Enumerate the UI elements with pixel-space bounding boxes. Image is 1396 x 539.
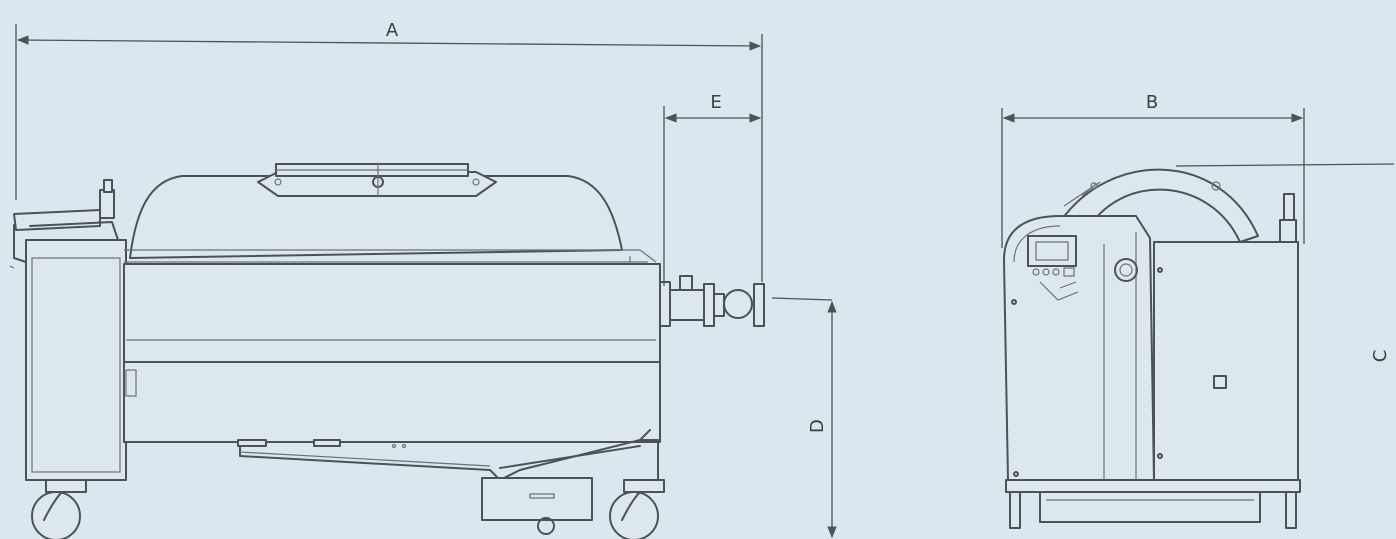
dimension-label-b: B [1146, 92, 1158, 113]
dimension-c [1175, 163, 1395, 167]
dimension-label-c: C [1370, 350, 1391, 363]
right-caster [609, 479, 665, 539]
dimension-label-d: D [807, 419, 828, 433]
dimension-a [15, 24, 763, 282]
main-cabinet [1153, 193, 1299, 481]
dimension-label-a: A [386, 20, 399, 41]
control-housing [1003, 215, 1155, 481]
base-frame [123, 429, 659, 535]
dimension-label-e: E [710, 92, 721, 113]
front-view [1003, 168, 1301, 529]
lid [257, 163, 497, 197]
discharge-valve [659, 275, 765, 327]
left-caster [31, 479, 87, 539]
control-cabinet [9, 179, 127, 481]
dimension-d [771, 297, 837, 539]
front-base [1005, 479, 1301, 529]
lid-arc [1059, 168, 1259, 243]
dimension-b [1001, 108, 1305, 248]
tank-body [123, 175, 661, 443]
side-view [9, 163, 765, 539]
dimension-e [663, 106, 762, 286]
